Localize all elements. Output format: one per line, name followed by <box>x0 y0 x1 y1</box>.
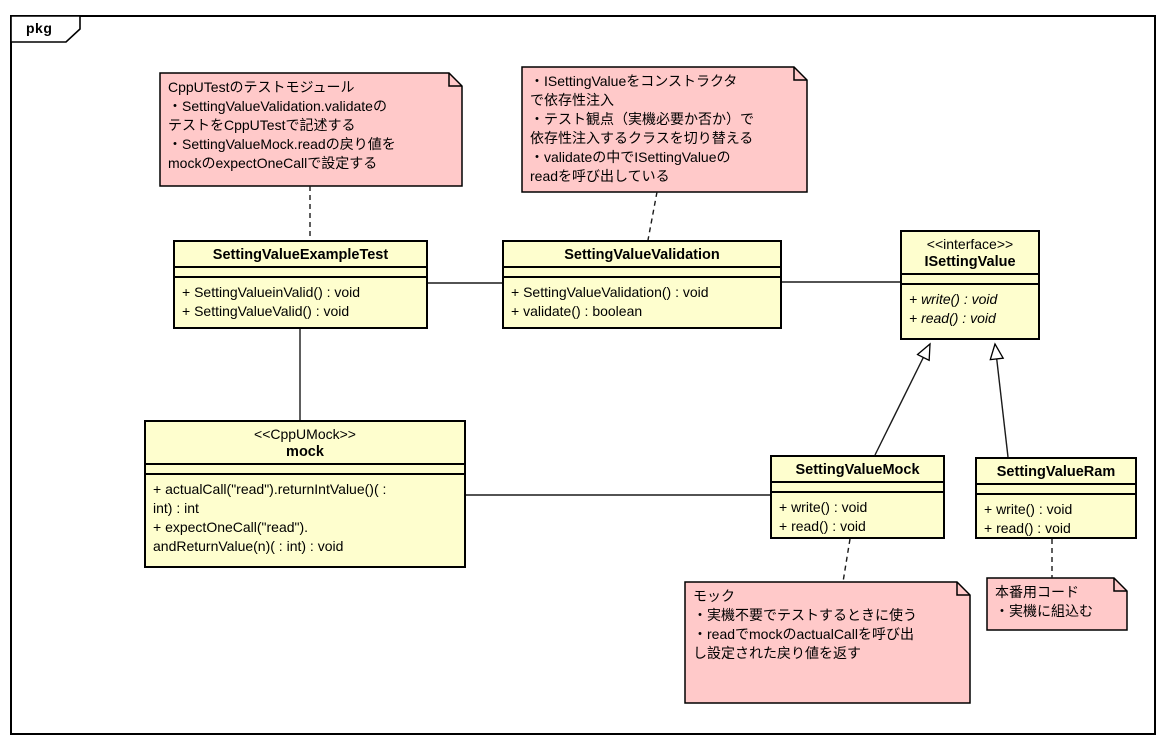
note-dependency-injection: ・ISettingValueをコンストラクタ で依存性注入 ・テスト観点（実機必… <box>530 73 754 184</box>
class-title: mock <box>286 444 324 460</box>
note-dependency-injection-shape <box>521 66 808 193</box>
note-fold-icon <box>956 582 970 596</box>
method-line: + validate() : boolean <box>511 303 643 319</box>
class-attributes-compartment <box>504 266 780 276</box>
class-methods-compartment: + write() : void + read() : void <box>902 283 1038 338</box>
class-methods-compartment: + actualCall("read").returnIntValue()( :… <box>146 473 464 566</box>
generalization-settingvalueram-isettingvalue <box>989 342 1009 458</box>
class-attributes-compartment <box>772 481 943 491</box>
class-methods-compartment: + SettingValueinValid() : void + Setting… <box>175 276 426 327</box>
method-line: + SettingValueValidation() : void <box>511 284 709 300</box>
class-title: SettingValueExampleTest <box>212 247 389 263</box>
pkg-tab <box>10 15 81 43</box>
method-line: + read() : void <box>909 310 996 326</box>
method-line: + SettingValueinValid() : void <box>182 284 361 300</box>
class-methods-compartment: + write() : void + read() : void <box>977 493 1135 543</box>
note-test-module: CppUTestのテストモジュール ・SettingValueValidatio… <box>168 79 396 171</box>
class-isettingvalue: <<interface>> ISettingValue + write() : … <box>900 230 1040 340</box>
class-settingvaluemock: SettingValueMock + write() : void + read… <box>770 455 945 539</box>
method-line: + expectOneCall("read"). <box>153 519 309 535</box>
class-title: SettingValueValidation <box>564 247 720 263</box>
class-settingvaluevalidation: SettingValueValidation + SettingValueVal… <box>502 240 782 329</box>
class-methods-compartment: + SettingValueValidation() : void + vali… <box>504 276 780 327</box>
class-stereotype: <<interface>> <box>926 236 1014 252</box>
method-line: + write() : void <box>779 499 868 515</box>
note-fold-icon <box>448 73 462 87</box>
note-fold-icon <box>1113 578 1127 592</box>
class-mock: <<CppUMock>> mock + actualCall("read").r… <box>144 420 466 568</box>
method-line: + write() : void <box>909 291 998 307</box>
note-mock: モック ・実機不要でテストするときに使う ・readでmockのactualCa… <box>693 588 917 661</box>
note-mock-shape <box>684 581 971 704</box>
class-title: SettingValueRam <box>996 464 1116 480</box>
note-test-module-shape <box>159 72 463 187</box>
note-fold-icon <box>793 67 807 81</box>
generalization-settingvaluemock-isettingvalue <box>874 342 931 456</box>
class-methods-compartment: + write() : void + read() : void <box>772 491 943 541</box>
class-attributes-compartment <box>146 463 464 473</box>
method-line: + read() : void <box>779 518 866 534</box>
class-attributes-compartment <box>977 483 1135 493</box>
class-settingvalueram: SettingValueRam + write() : void + read(… <box>975 457 1137 539</box>
method-line: + SettingValueValid() : void <box>182 303 350 319</box>
note-production: 本番用コード ・実機に組込む <box>995 584 1093 619</box>
method-line: + actualCall("read").returnIntValue()( : <box>153 481 387 497</box>
note-anchor-mock <box>842 538 851 583</box>
class-title: SettingValueMock <box>795 462 920 478</box>
method-line: int) : int <box>153 500 199 516</box>
method-line: andReturnValue(n)( : int) : void <box>153 538 344 554</box>
class-attributes-compartment <box>175 266 426 276</box>
class-attributes-compartment <box>902 273 1038 283</box>
pkg-tab-label: pkg <box>26 20 53 36</box>
class-title: ISettingValue <box>924 254 1016 270</box>
note-production-shape <box>986 577 1128 631</box>
class-stereotype: <<CppUMock>> <box>254 426 356 442</box>
method-line: + read() : void <box>984 520 1071 536</box>
method-line: + write() : void <box>984 501 1073 517</box>
note-anchor-dependency-injection <box>647 191 658 241</box>
class-settingvalueexampletest: SettingValueExampleTest + SettingValuein… <box>173 240 428 329</box>
